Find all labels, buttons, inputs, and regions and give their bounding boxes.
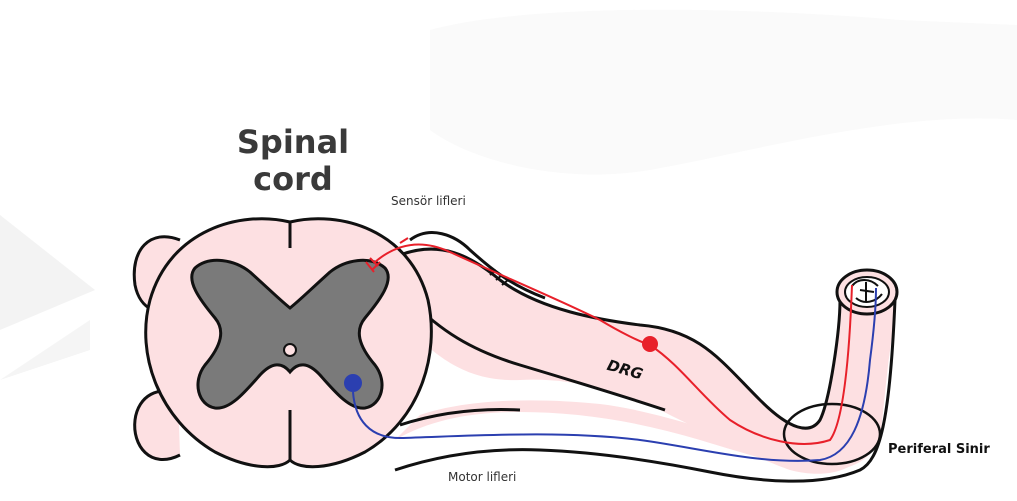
nerve-trunk xyxy=(395,233,897,482)
peripheral-nerve-label: Periferal Sinir xyxy=(888,442,990,457)
sensory-fibers-label: Sensör lifleri xyxy=(391,194,466,208)
motor-neuron xyxy=(344,374,362,392)
title-line-1: Spinal xyxy=(228,124,358,161)
drg-neuron xyxy=(642,336,658,352)
motor-fibers-label: Motor lifleri xyxy=(448,470,516,484)
spinal-cord-section xyxy=(146,219,432,467)
diagram-title: Spinal cord xyxy=(228,124,358,198)
title-line-2: cord xyxy=(228,161,358,198)
